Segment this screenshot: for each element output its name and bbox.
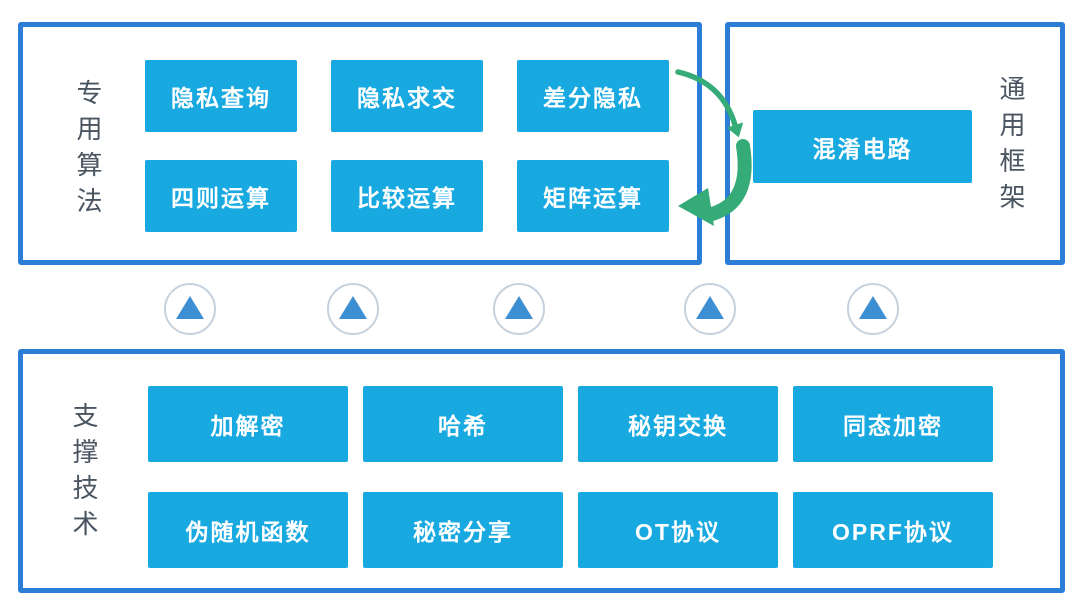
special-algorithms-grid: 隐私查询 隐私求交 差分隐私 四则运算 比较运算 矩阵运算 (145, 60, 669, 232)
up-triangle-icon (176, 296, 204, 319)
up-arrow-indicator (847, 283, 899, 335)
tech-box-oprf-protocol: OPRF协议 (793, 492, 993, 568)
tech-box-key-exchange: 秘钥交换 (578, 386, 778, 462)
supporting-tech-label: 支撑技术 (69, 402, 99, 546)
tech-box-ot-protocol: OT协议 (578, 492, 778, 568)
tech-box-hash: 哈希 (363, 386, 563, 462)
tech-box-prf: 伪随机函数 (148, 492, 348, 568)
up-arrow-indicator (493, 283, 545, 335)
up-arrow-indicator (327, 283, 379, 335)
supporting-tech-panel: 支撑技术 加解密 哈希 秘钥交换 同态加密 伪随机函数 秘密分享 OT协议 OP… (18, 349, 1065, 593)
algorithm-box-private-query: 隐私查询 (145, 60, 297, 132)
garbled-circuit-box: 混淆电路 (753, 110, 972, 183)
algorithm-box-arithmetic: 四则运算 (145, 160, 297, 232)
up-triangle-icon (859, 296, 887, 319)
tech-box-homomorphic: 同态加密 (793, 386, 993, 462)
general-framework-panel: 混淆电路 通用框架 (725, 22, 1065, 265)
up-triangle-icon (505, 296, 533, 319)
supporting-tech-grid: 加解密 哈希 秘钥交换 同态加密 伪随机函数 秘密分享 OT协议 OPRF协议 (148, 386, 993, 568)
up-arrow-indicator (164, 283, 216, 335)
tech-box-encryption: 加解密 (148, 386, 348, 462)
up-arrow-indicator (684, 283, 736, 335)
algorithm-box-private-intersect: 隐私求交 (331, 60, 483, 132)
special-algorithms-label: 专用算法 (73, 79, 103, 223)
special-algorithms-panel: 专用算法 隐私查询 隐私求交 差分隐私 四则运算 比较运算 矩阵运算 (18, 22, 702, 265)
algorithm-box-comparison: 比较运算 (331, 160, 483, 232)
algorithm-box-matrix: 矩阵运算 (517, 160, 669, 232)
general-framework-label: 通用框架 (996, 75, 1026, 219)
tech-box-secret-sharing: 秘密分享 (363, 492, 563, 568)
up-triangle-icon (696, 296, 724, 319)
algorithm-box-differential-privacy: 差分隐私 (517, 60, 669, 132)
up-triangle-icon (339, 296, 367, 319)
